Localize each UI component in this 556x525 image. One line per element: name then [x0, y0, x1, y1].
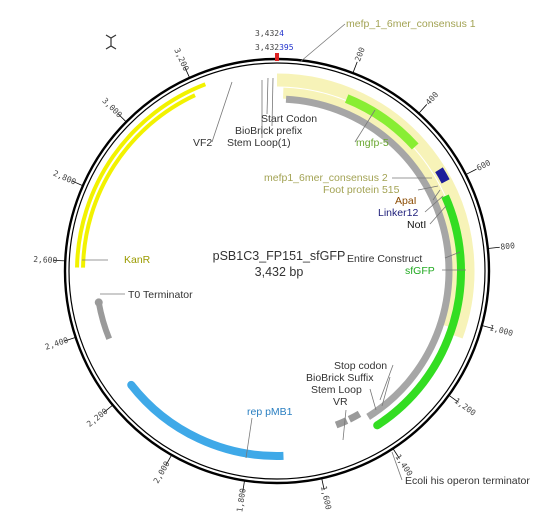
- tick-label: 2,600: [33, 255, 58, 265]
- tick-label: 2,800: [52, 169, 78, 187]
- tick-label: 1,200: [453, 396, 478, 418]
- leader-lines: [82, 23, 466, 481]
- top-position-markers: 3,4324 3,432395: [255, 29, 294, 61]
- ecoli-terminator-block[interactable]: [334, 417, 349, 429]
- label-linker12[interactable]: Linker12: [378, 207, 418, 219]
- tick-mark: [448, 394, 459, 403]
- tick-mark: [481, 325, 494, 329]
- entire-construct-arc[interactable]: [285, 95, 453, 420]
- label-biobrick-suffix[interactable]: BioBrick Suffix: [306, 372, 374, 384]
- label-biobrick-prefix[interactable]: BioBrick prefix: [235, 125, 303, 137]
- tick-label: 3,000: [100, 96, 124, 119]
- tick-mark: [321, 478, 325, 491]
- tick-mark: [117, 113, 127, 123]
- linker12-arc[interactable]: [435, 167, 450, 184]
- label-mgfp5[interactable]: mgfp-5: [356, 137, 389, 149]
- t0-terminator-arc[interactable]: [95, 301, 112, 340]
- sfgfp-arrow: [373, 421, 382, 430]
- tick-label: 200: [353, 46, 367, 63]
- tick-mark: [184, 66, 191, 79]
- tick-mark: [487, 246, 500, 249]
- leader-line: [379, 364, 394, 401]
- label-entire-construct[interactable]: Entire Construct: [347, 253, 422, 265]
- label-stem-loop-1[interactable]: Stem Loop(1): [227, 137, 291, 149]
- tick-label: 600: [475, 158, 492, 173]
- tick-mark: [242, 480, 245, 493]
- text-cursor-icon: [105, 34, 117, 50]
- label-mefp-consensus-2[interactable]: mefp1_6mer_consensus 2: [264, 172, 388, 184]
- label-rep-pmb1[interactable]: rep pMB1: [247, 406, 293, 418]
- leader-line: [211, 81, 233, 143]
- backbone-inner-circle: [68, 62, 486, 480]
- foot-protein-arc[interactable]: [276, 73, 475, 339]
- position-marker-4: 3,4324: [255, 29, 284, 38]
- position-marker-395: 3,432395: [255, 43, 294, 52]
- kanr-arc[interactable]: [75, 82, 207, 268]
- tick-label: 2,400: [44, 336, 70, 352]
- tick-mark: [465, 168, 477, 175]
- label-kanr[interactable]: KanR: [124, 254, 151, 266]
- label-stem-loop[interactable]: Stem Loop: [311, 384, 362, 396]
- tick-label: 3,200: [172, 47, 190, 73]
- label-vr[interactable]: VR: [333, 396, 348, 408]
- tick-label: 2,200: [85, 407, 109, 429]
- label-sfgfp[interactable]: sfGFP: [405, 265, 435, 277]
- plasmid-length: 3,432 bp: [255, 265, 304, 279]
- tick-label: 2,000: [152, 460, 172, 486]
- leader-line: [417, 185, 439, 191]
- stem-loop-block[interactable]: [347, 410, 362, 423]
- leader-line: [424, 195, 444, 213]
- tick-mark: [53, 259, 66, 262]
- plasmid-name: pSB1C3_FP151_sfGFP: [213, 249, 346, 263]
- leader-line: [444, 251, 461, 259]
- tick-mark: [165, 454, 173, 466]
- label-start-codon[interactable]: Start Codon: [261, 113, 317, 125]
- label-noti[interactable]: NotI: [407, 219, 426, 231]
- leader-line: [369, 388, 377, 411]
- leader-line: [266, 77, 269, 115]
- leader-line: [381, 376, 391, 407]
- leader-line: [354, 109, 376, 143]
- leader-line: [432, 189, 441, 201]
- mefp2-arc[interactable]: [283, 87, 461, 328]
- rep-pmb1-arc[interactable]: [128, 382, 284, 460]
- label-stop-codon[interactable]: Stop codon: [334, 360, 387, 372]
- feature-arcs: [75, 73, 475, 460]
- tick-label: 1,000: [488, 323, 514, 338]
- label-apai[interactable]: ApaI: [395, 195, 417, 207]
- tick-mark: [352, 61, 358, 74]
- leader-line: [299, 23, 346, 63]
- leader-line: [245, 417, 253, 459]
- leader-line: [391, 451, 403, 481]
- tick-label: 1,600: [319, 485, 333, 511]
- rep-arrow: [127, 380, 136, 389]
- t0-arrow: [94, 298, 103, 307]
- tick-label: 400: [424, 90, 440, 107]
- leader-line: [342, 409, 347, 441]
- tick-mark: [103, 404, 114, 413]
- kanr-inner-arc[interactable]: [81, 93, 196, 268]
- label-vf2[interactable]: VF2: [193, 137, 212, 149]
- leader-line: [429, 205, 447, 225]
- tick-mark: [64, 337, 76, 342]
- label-mefp-consensus-1[interactable]: mefp_1_6mer_consensus 1: [346, 18, 476, 30]
- start-marker: [275, 53, 279, 61]
- tick-mark: [418, 104, 428, 114]
- tick-label: 1,800: [235, 487, 248, 512]
- label-foot-protein[interactable]: Foot protein 515: [323, 184, 400, 196]
- sfgfp-arc[interactable]: [375, 194, 465, 429]
- tick-mark: [71, 180, 84, 187]
- mgfp5-arc[interactable]: [344, 94, 419, 150]
- label-t0-terminator[interactable]: T0 Terminator: [128, 289, 193, 301]
- label-ecoli-terminator[interactable]: Ecoli his operon terminator: [405, 475, 530, 487]
- tick-mark: [392, 448, 400, 459]
- tick-label: 800: [500, 241, 516, 252]
- leader-line: [271, 77, 274, 127]
